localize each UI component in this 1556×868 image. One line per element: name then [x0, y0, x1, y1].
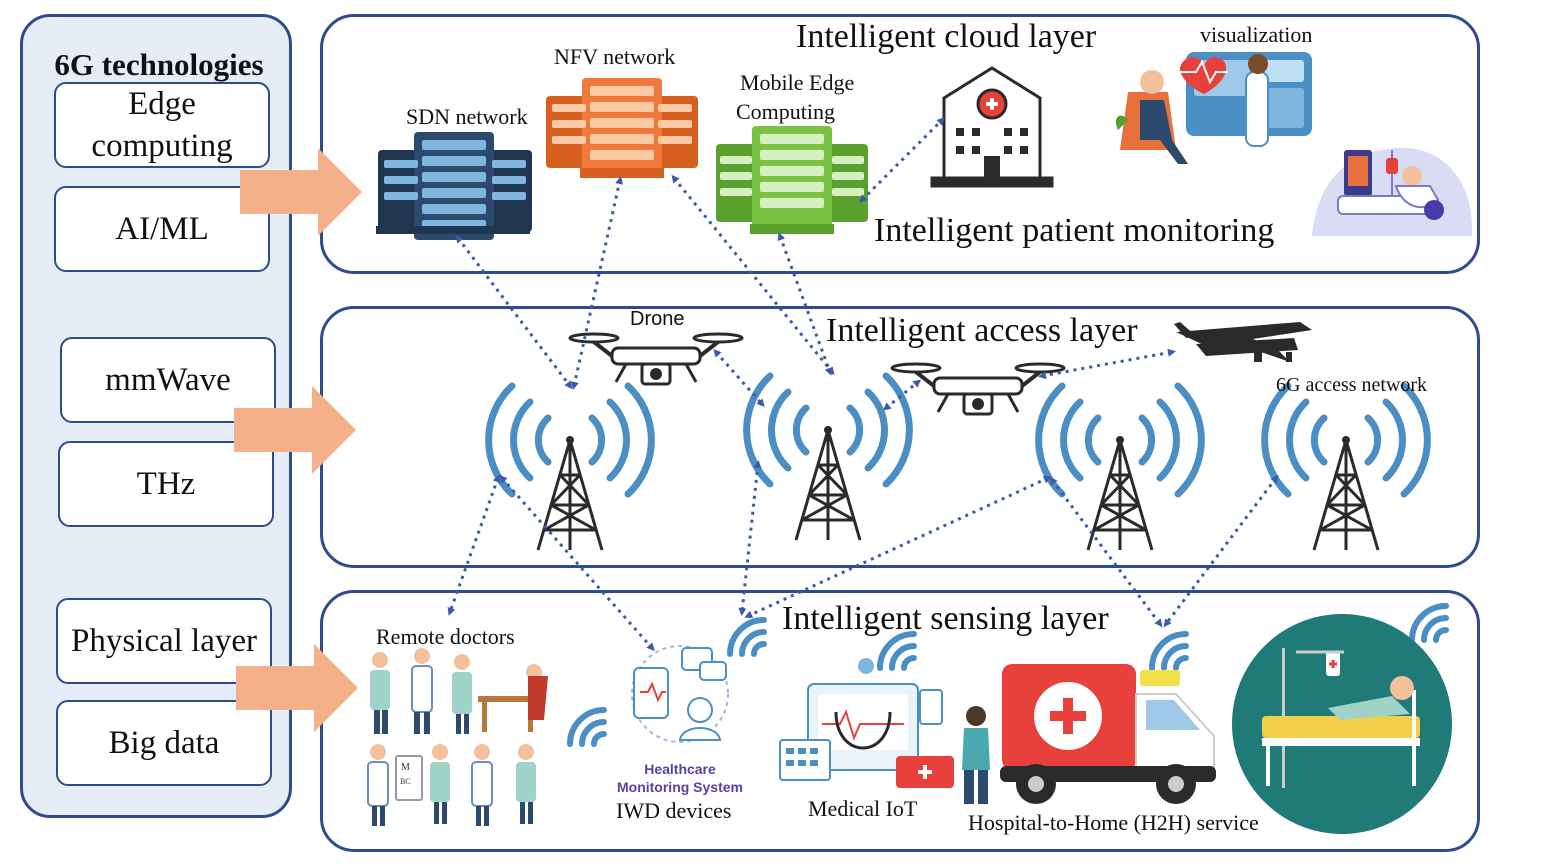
- military-drone-icon: [1174, 322, 1312, 362]
- technologies-title: 6G technologies: [54, 47, 264, 82]
- tech-mmwave: mmWave: [60, 337, 276, 423]
- tech-ai-ml: AI/ML: [54, 186, 270, 272]
- drone-label: Drone: [630, 308, 685, 330]
- patient-monitoring-illustration: [1312, 147, 1473, 236]
- arrow-edge-to-cloud: [240, 148, 362, 236]
- ambulance-icon: [1000, 664, 1216, 804]
- sdn-label: SDN network: [406, 104, 528, 129]
- tower-1-icon: [489, 386, 652, 550]
- iwd-devices-illustration: [631, 645, 729, 743]
- arrow-physical-to-sensing: [236, 644, 358, 732]
- healthcare-monitoring-system-label: Healthcare Monitoring System: [600, 760, 760, 796]
- sdn-server-icon: [376, 132, 532, 240]
- patient-monitoring-label: Intelligent patient monitoring: [874, 212, 1275, 249]
- svg-text:M: M: [401, 762, 410, 773]
- hospital-icon: [930, 66, 1054, 188]
- tower-3-icon: [1039, 386, 1202, 550]
- wifi-icon-iot: [880, 634, 914, 668]
- nfv-label: NFV network: [554, 44, 676, 69]
- cloud-layer-title: Intelligent cloud layer: [796, 18, 1097, 55]
- iwd-devices-label: IWD devices: [616, 798, 732, 823]
- mec-server-icon: [716, 126, 868, 234]
- visualization-label: visualization: [1200, 22, 1313, 47]
- drone-1-icon: [568, 332, 744, 386]
- tower-4-icon: [1265, 386, 1428, 550]
- medical-iot-illustration: [779, 658, 990, 804]
- connections: [447, 117, 1279, 651]
- tech-big-data: Big data: [56, 700, 272, 786]
- hms-line-1: Healthcare: [644, 761, 716, 777]
- arrow-mmwave-to-access: [234, 386, 356, 474]
- tech-thz: THz: [58, 441, 274, 527]
- tech-physical-layer: Physical layer: [56, 598, 272, 684]
- tower-2-icon: [747, 376, 910, 540]
- remote-doctors-illustration: M BC: [367, 648, 548, 826]
- access-layer-title: Intelligent access layer: [826, 312, 1138, 349]
- wifi-icon-doctors: [570, 710, 604, 744]
- nfv-server-icon: [546, 78, 698, 178]
- remote-doctors-label: Remote doctors: [376, 624, 515, 649]
- wifi-icon-iwd: [730, 620, 764, 654]
- home-care-illustration: [1232, 614, 1452, 834]
- h2h-service-label: Hospital-to-Home (H2H) service: [968, 810, 1259, 835]
- tech-edge-computing: Edge computing: [54, 82, 270, 168]
- mec-label-line2: Computing: [736, 99, 836, 124]
- drone-2-icon: [890, 362, 1066, 416]
- medical-iot-label: Medical IoT: [808, 796, 918, 821]
- hms-line-2: Monitoring System: [616, 779, 743, 795]
- mec-label-line1: Mobile Edge: [740, 70, 855, 95]
- visualization-illustration: [1115, 52, 1312, 164]
- access-network-label: 6G access network: [1276, 374, 1428, 396]
- wifi-icon-home: [1412, 606, 1446, 640]
- svg-text:BC: BC: [400, 777, 411, 786]
- wifi-icon-ambulance: [1152, 634, 1186, 668]
- sensing-layer-title: Intelligent sensing layer: [782, 600, 1109, 637]
